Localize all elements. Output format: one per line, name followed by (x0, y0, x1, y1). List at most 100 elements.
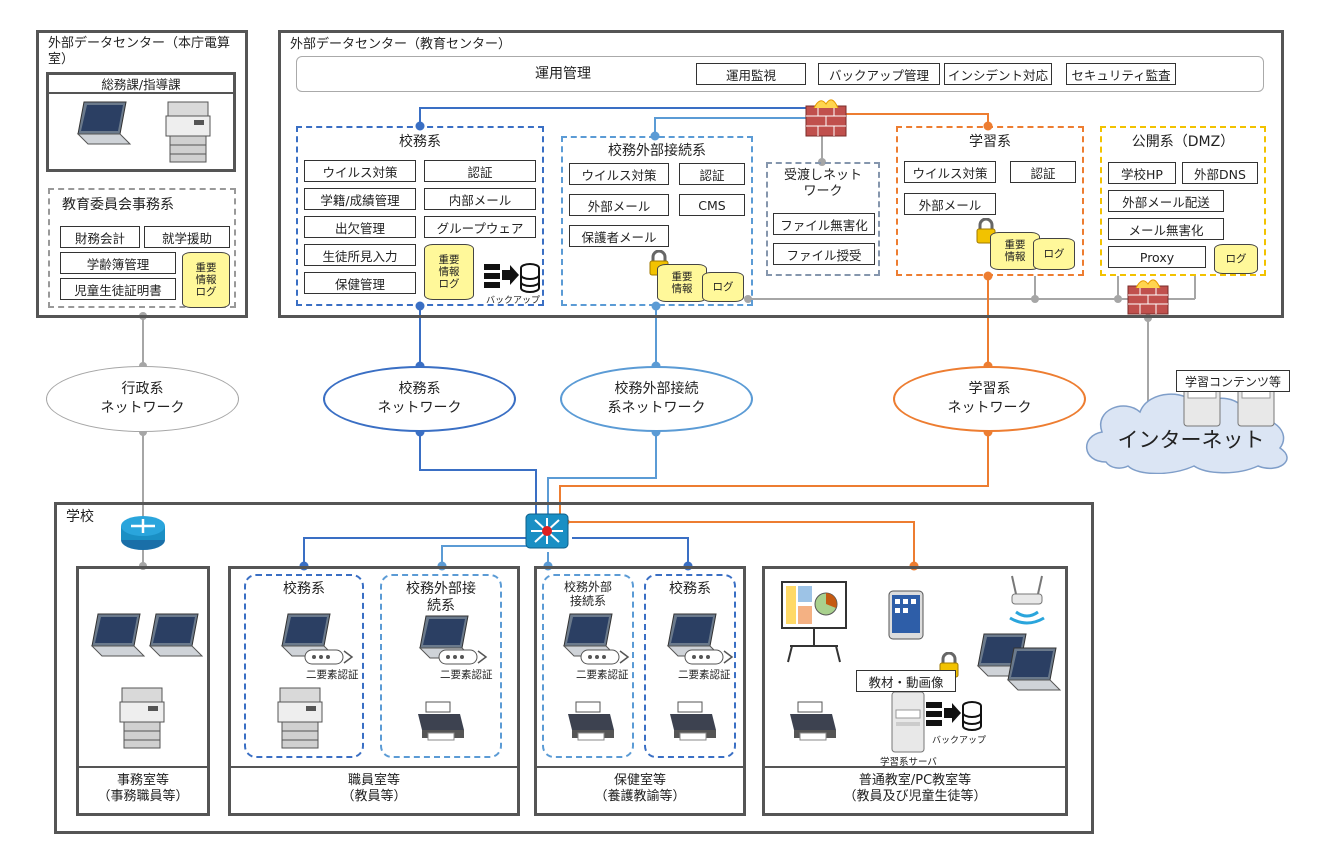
hq-datacenter-frame (36, 30, 248, 318)
electronic-whiteboard-icon (781, 581, 847, 663)
room-divider (79, 766, 207, 768)
gaibu-database-main: 重要 情報 (657, 264, 707, 302)
gaibu-item: 認証 (679, 163, 745, 185)
komu-item: ウイルス対策 (304, 160, 416, 182)
komu-item: グループウェア (424, 216, 536, 238)
staff-komu-title: 校務系 (283, 581, 325, 597)
hq-office-frame (46, 72, 236, 172)
material-label: 教材・動画像 (856, 670, 956, 692)
line-dmz-bus (748, 276, 1196, 430)
ops-item: インシデント対応 (944, 63, 1052, 85)
komu-item: 認証 (424, 160, 536, 182)
health-komu-title: 校務系 (669, 581, 711, 597)
ops-label: 運用管理 (535, 66, 591, 82)
school-frame (54, 502, 1094, 834)
komu-item: 内部メール (424, 188, 536, 210)
room-health-label: 保健室等 （養護教諭等） (594, 773, 686, 804)
backup-icon (484, 263, 540, 293)
copier-icon (119, 687, 165, 749)
komu-backup-label: バックアップ (486, 296, 541, 306)
edu-datacenter-frame (278, 30, 1284, 318)
server-icon (891, 691, 925, 753)
room-health (534, 566, 746, 816)
two-factor-key-icon (580, 649, 630, 665)
gaibu-database-log: ログ (702, 272, 744, 302)
content-server-label: 学習コンテンツ等 (1176, 370, 1290, 392)
health-gaibu-title: 校務外部 接続系 (563, 580, 612, 609)
two-factor-label: 二要素認証 (576, 669, 629, 681)
board-item: 学齢簿管理 (60, 252, 176, 274)
room-office-label: 事務室等 （事務職員等） (97, 773, 189, 804)
line-komu-top (419, 107, 820, 126)
copier-icon (277, 687, 323, 749)
two-factor-key-icon (438, 649, 488, 665)
gaibu-item: 保護者メール (569, 225, 669, 247)
board-title: 教育委員会事務系 (62, 197, 174, 213)
komu-title: 校務系 (399, 134, 441, 150)
gaibu-item: ウイルス対策 (569, 163, 669, 185)
dmz-item: Proxy (1108, 246, 1206, 268)
gaibu-zone (561, 136, 753, 306)
room-classroom (762, 566, 1068, 816)
tablet-icon (888, 590, 924, 640)
printer-icon (670, 701, 716, 741)
dmz-zone (1100, 126, 1266, 276)
room-divider (765, 766, 1065, 768)
laptop-icon (148, 613, 204, 657)
gakushu-title: 学習系 (969, 134, 1011, 150)
line-komu-staff (303, 537, 536, 566)
gakushu-database-log: ログ (1033, 238, 1075, 270)
laptop-icon (76, 101, 132, 145)
relay-item: ファイル無害化 (773, 213, 875, 235)
printer-icon (568, 701, 614, 741)
komu-item: 出欠管理 (304, 216, 416, 238)
copier-icon (165, 101, 211, 163)
dmz-item: 学校HP (1108, 162, 1176, 184)
line-gaibu-staff (441, 545, 530, 566)
two-factor-label: 二要素認証 (440, 669, 493, 681)
komu-item: 生徒所見入力 (304, 244, 416, 266)
gakushu-item: 認証 (1010, 161, 1076, 183)
room-divider (537, 766, 743, 768)
komu-item: 学籍/成績管理 (304, 188, 416, 210)
gakushu-database-main: 重要 情報 (990, 232, 1040, 270)
ops-item: バックアップ管理 (818, 63, 940, 85)
learning-server-label: 学習系サーバ (880, 757, 937, 768)
health-komu-zone (644, 574, 736, 758)
hq-datacenter-title: 外部データセンター（本庁電算室） (48, 36, 231, 67)
wireless-ap-icon (1009, 575, 1045, 625)
dmz-title: 公開系（DMZ） (1131, 134, 1235, 150)
gaibu-title: 校務外部接続系 (608, 143, 706, 159)
edu-datacenter-title: 外部データセンター（教育センター） (290, 37, 512, 52)
gaibu-item: 外部メール (569, 194, 669, 216)
network-komu: 校務系 ネットワーク (323, 366, 516, 432)
line-komu-health (572, 537, 689, 566)
two-factor-key-icon (304, 649, 354, 665)
gakushu-item: ウイルス対策 (904, 161, 996, 183)
firewall-icon (805, 99, 847, 137)
backup-icon (926, 701, 982, 731)
network-gaibu: 校務外部接続 系ネットワーク (560, 366, 753, 432)
network-gakushu: 学習系 ネットワーク (893, 366, 1086, 432)
gakushu-item: 外部メール (904, 193, 996, 215)
hq-office-label: 総務課/指導課 (49, 75, 233, 94)
health-gaibu-zone (542, 574, 634, 758)
staff-gaibu-zone (380, 574, 502, 758)
komu-zone (296, 126, 544, 306)
internet-label: インターネット (1117, 428, 1265, 452)
room-staff-label: 職員室等 （教員等） (341, 773, 407, 804)
two-factor-label: 二要素認証 (306, 669, 359, 681)
laptop-icon (90, 613, 146, 657)
gaibu-item: CMS (679, 194, 745, 216)
staff-komu-zone (244, 574, 364, 758)
komu-database: 重要 情報 ログ (424, 244, 474, 300)
room-office (76, 566, 210, 816)
dmz-item: メール無害化 (1108, 218, 1224, 240)
laptop-icon (1006, 647, 1062, 691)
dmz-item: 外部DNS (1182, 162, 1258, 184)
board-frame (48, 188, 236, 308)
line-gaibu-top (654, 117, 820, 136)
two-factor-key-icon (684, 649, 734, 665)
line-gakushu-class (565, 521, 915, 566)
